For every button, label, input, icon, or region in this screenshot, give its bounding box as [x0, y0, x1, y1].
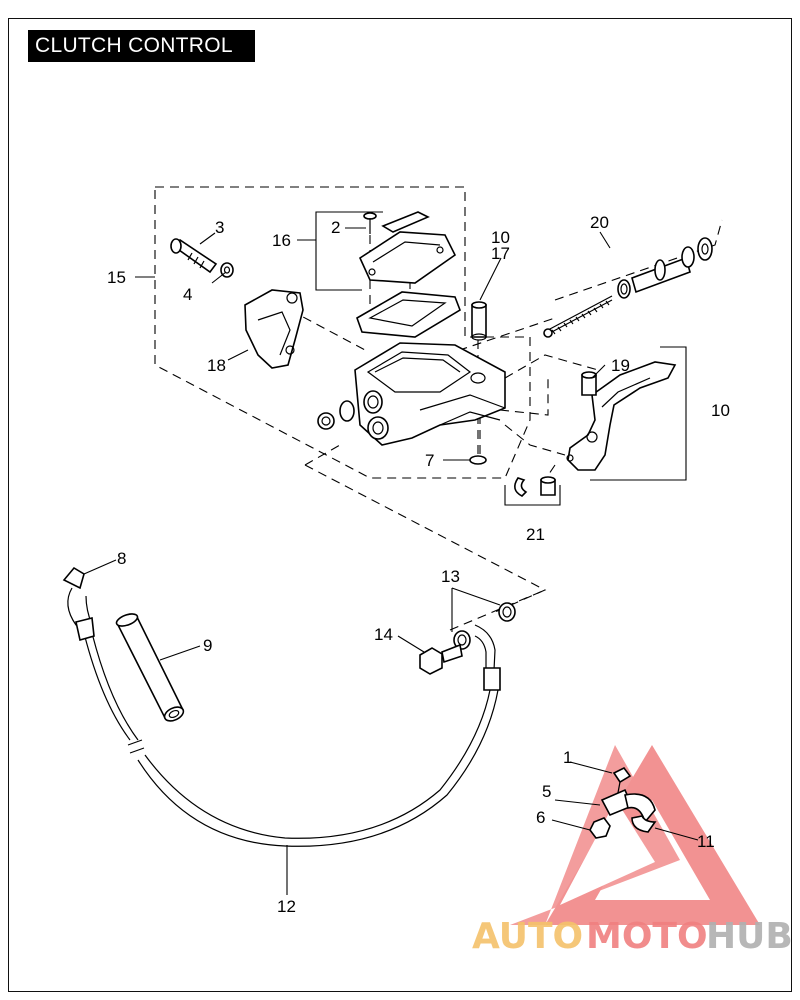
assembly-15-outline: [154, 186, 531, 479]
clutch-lever: [566, 361, 677, 471]
callout-7: 7: [425, 451, 434, 470]
callout-3: 3: [215, 218, 224, 237]
banjo-bolt: [419, 643, 463, 675]
handlebar-clamp: [244, 289, 304, 369]
sight-glass: [317, 400, 355, 430]
lever-pin-kit: [514, 476, 556, 497]
callout-12: 12: [277, 897, 296, 916]
callout-20: 20: [590, 213, 609, 232]
callout-21: 21: [526, 525, 545, 544]
seal-guide-line: [449, 589, 546, 631]
callout-10-pin: 10: [491, 228, 510, 247]
callout-2: 2: [331, 218, 340, 237]
callout-17: 17: [491, 244, 510, 263]
retaining-ring: [469, 455, 487, 465]
callout-8: 8: [117, 549, 126, 568]
master-cylinder-body: [354, 342, 506, 446]
clutch-hose: [62, 566, 501, 847]
leader-lines: [83, 211, 699, 895]
reservoir-cover: [358, 211, 457, 284]
callout-10-lever: 10: [711, 401, 730, 420]
callout-4: 4: [183, 285, 192, 304]
callout-15: 15: [107, 268, 126, 287]
callout-9: 9: [203, 636, 212, 655]
diagram-frame: [8, 18, 792, 992]
reservoir-gasket: [356, 291, 461, 338]
watermark-word-auto: AUTO: [472, 916, 583, 957]
callout-13: 13: [441, 567, 460, 586]
callout-1: 1: [563, 748, 572, 767]
watermark-text: AUTO MOTO HUB: [472, 916, 793, 957]
watermark-word-moto: MOTO: [586, 916, 708, 957]
watermark-triangle-left-cut: [560, 800, 655, 905]
callout-6: 6: [536, 808, 545, 827]
page-title: CLUTCH CONTROL: [28, 30, 255, 62]
callout-11: 11: [697, 832, 715, 851]
callout-14: 14: [374, 625, 393, 644]
callout-18: 18: [207, 356, 226, 375]
lever-bushing: [581, 371, 597, 396]
piston-assembly: [543, 237, 713, 338]
banjo-seals: [453, 602, 516, 650]
watermark-logo: [510, 745, 760, 925]
hose-clip-bracket: [589, 766, 657, 839]
mounting-bolt: [170, 238, 218, 274]
callout-19: 19: [611, 356, 630, 375]
hose-sleeve: [115, 613, 185, 722]
cover-screw: [363, 212, 377, 234]
watermark-word-hub: HUB: [706, 916, 793, 957]
callout-5: 5: [542, 782, 551, 801]
callout-16: 16: [272, 231, 291, 250]
pivot-pin: [471, 301, 487, 341]
